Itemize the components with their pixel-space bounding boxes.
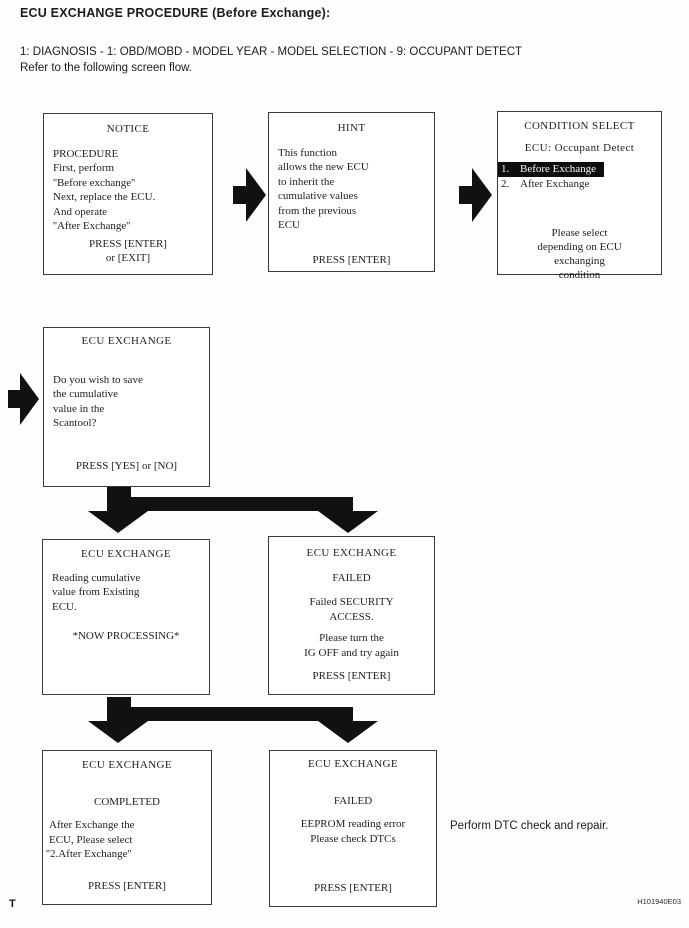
status-text: FAILED	[332, 571, 371, 584]
option-after-exchange: 2. After Exchange	[498, 177, 661, 192]
screen-condition-select: CONDITION SELECT ECU: Occupant Detect 1.…	[497, 111, 662, 281]
screen-save-prompt: ECU EXCHANGE Do you wish to save the cum…	[43, 327, 210, 487]
screen-notice: NOTICE PROCEDURE First, perform ''Before…	[43, 113, 213, 275]
screen-processing: ECU EXCHANGE Reading cumulative value fr…	[42, 539, 210, 695]
option-label: Before Exchange	[520, 163, 597, 175]
screen-line: PRESS [ENTER]	[312, 253, 391, 266]
screen-line: This function	[278, 146, 337, 159]
screen-press-hint: PRESS [ENTER] or [EXIT]	[44, 237, 212, 266]
screen-line: exchanging	[554, 255, 605, 267]
screen-line: Please select	[551, 227, 608, 239]
branch-arrow-down-icon	[88, 697, 378, 744]
screen-press-hint: PRESS [ENTER]	[269, 669, 434, 684]
option-list: 1. Before Exchange 2. After Exchange	[498, 162, 661, 191]
screen-line: Next, replace the ECU.	[53, 191, 156, 203]
screen-title: HINT	[337, 122, 366, 134]
screen-line: PRESS [ENTER]	[88, 879, 166, 892]
flow-arrow-right-icon	[233, 167, 267, 223]
screen-line: value from Existing	[52, 586, 140, 598]
page-title: ECU EXCHANGE PROCEDURE (Before Exchange)…	[20, 6, 331, 20]
status-text: FAILED	[333, 794, 373, 807]
screen-body: Reading cumulative value from Existing E…	[43, 571, 209, 615]
screen-title: ECU EXCHANGE	[80, 548, 172, 560]
option-number: 2.	[501, 177, 510, 190]
screen-body: Please turn the IG OFF and try again	[269, 631, 434, 660]
screen-body: After Exchange the ECU, Please select ''…	[43, 818, 211, 862]
screen-body: PROCEDURE First, perform ''Before exchan…	[44, 147, 212, 234]
screen-line: ''2.After Exchange''	[46, 848, 132, 860]
screen-line: Reading cumulative	[52, 571, 141, 584]
screen-line: PROCEDURE	[53, 147, 119, 160]
screen-completed: ECU EXCHANGE COMPLETED After Exchange th…	[42, 750, 212, 905]
screen-title: ECU EXCHANGE	[306, 547, 397, 559]
screen-line: ECU.	[52, 600, 77, 613]
screen-line: PRESS [ENTER]	[314, 882, 392, 894]
screen-line: cumulative values	[278, 190, 358, 202]
screen-body: Do you wish to save the cumulative value…	[44, 373, 209, 431]
screen-line: Please turn the	[319, 632, 384, 644]
screen-line: After Exchange the	[49, 819, 135, 831]
screen-failed-eeprom: ECU EXCHANGE FAILED EEPROM reading error…	[269, 750, 437, 907]
screen-line: the cumulative	[53, 388, 119, 400]
screen-line: EEPROM reading error	[300, 818, 406, 830]
screen-hint: HINT This function allows the new ECU to…	[268, 112, 435, 272]
screen-title: NOTICE	[106, 123, 150, 135]
screen-line: *NOW PROCESSING*	[72, 630, 180, 642]
instruction-text: Refer to the following screen flow.	[20, 62, 192, 74]
screen-line: Do you wish to save	[53, 373, 143, 386]
screen-line: First, perform	[53, 162, 115, 174]
screen-press-hint: PRESS [ENTER]	[43, 879, 211, 894]
screen-line: from the previous	[278, 204, 357, 217]
option-before-exchange-selected: 1. Before Exchange	[498, 162, 604, 177]
screen-line: ''After Exchange''	[53, 220, 131, 232]
dtc-note: Perform DTC check and repair.	[450, 820, 609, 832]
breadcrumb: 1: DIAGNOSIS - 1: OBD/MOBD - MODEL YEAR …	[20, 46, 523, 58]
screen-line: value in the	[53, 402, 105, 415]
screen-body: Failed SECURITY ACCESS.	[269, 595, 434, 624]
screen-line: IG OFF and try again	[304, 646, 399, 659]
screen-subtitle: ECU: Occupant Detect	[524, 141, 635, 154]
screen-press-hint: PRESS [ENTER]	[270, 881, 436, 896]
screen-line: Please check DTCs	[310, 832, 396, 845]
footer-mark: T	[9, 898, 16, 910]
screen-press-hint: PRESS [YES] or [NO]	[44, 459, 209, 474]
figure-code: H101940E03	[637, 897, 681, 906]
screen-line: And operate	[53, 205, 108, 218]
option-label: After Exchange	[520, 177, 590, 190]
branch-arrow-down-icon	[88, 487, 378, 534]
screen-title: ECU EXCHANGE	[81, 335, 172, 347]
screen-line: Failed SECURITY	[309, 596, 394, 608]
screen-body: This function allows the new ECU to inhe…	[269, 146, 434, 233]
flow-entry-arrow-right-icon	[8, 372, 40, 426]
flow-arrow-right-icon	[459, 167, 493, 223]
screen-line: PRESS [ENTER]	[312, 670, 391, 682]
screen-line: allows the new ECU	[278, 161, 369, 173]
screen-line: ACCESS.	[329, 610, 374, 623]
screen-line: ECU	[278, 219, 300, 231]
status-text: COMPLETED	[94, 795, 160, 808]
screen-line: condition	[558, 269, 601, 281]
status-text: *NOW PROCESSING*	[43, 629, 209, 644]
screen-line: or [EXIT]	[105, 252, 151, 264]
screen-line: PRESS [ENTER]	[89, 237, 167, 250]
screen-body: EEPROM reading error Please check DTCs	[270, 817, 436, 846]
screen-line: to inherit the	[278, 175, 335, 188]
screen-title: CONDITION SELECT	[524, 120, 635, 132]
screen-press-hint: PRESS [ENTER]	[269, 253, 434, 268]
screen-line: ECU, Please select	[49, 833, 133, 846]
screen-line: depending on ECU	[537, 241, 622, 253]
screen-title: ECU EXCHANGE	[81, 759, 173, 771]
screen-footer: Please select depending on ECU exchangin…	[498, 226, 661, 282]
screen-line: PRESS [YES] or [NO]	[75, 459, 178, 472]
screen-title: ECU EXCHANGE	[307, 758, 399, 770]
screen-line: Scantool?	[53, 417, 97, 429]
option-number: 1.	[501, 163, 510, 175]
screen-failed-security: ECU EXCHANGE FAILED Failed SECURITY ACCE…	[268, 536, 435, 695]
screen-line: ''Before exchange''	[53, 176, 136, 189]
